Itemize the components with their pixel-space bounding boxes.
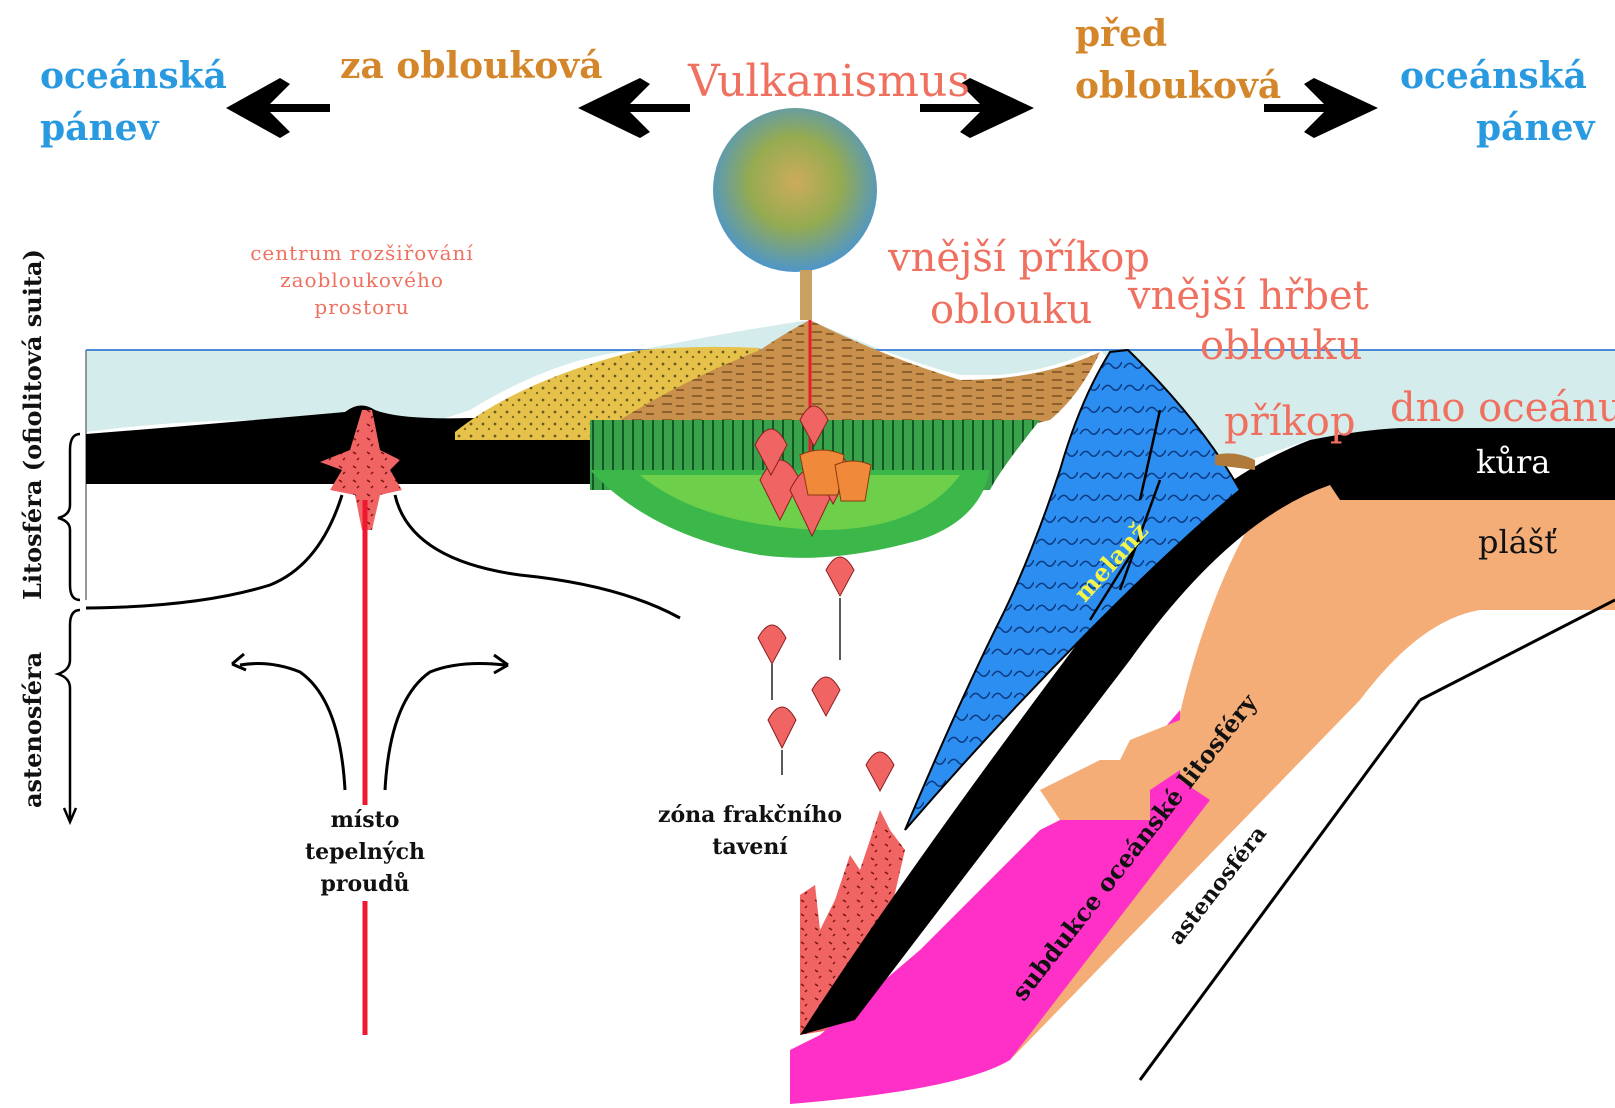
- lithosphere-vertical-label: Litosféra (ofiolitová suita): [18, 249, 47, 600]
- heat-flow-line3: proudů: [290, 869, 440, 901]
- melting-zone-line2: tavení: [630, 832, 870, 864]
- ocean-floor-label: dno oceánu: [1390, 388, 1615, 428]
- crust-label: kůra: [1476, 446, 1550, 478]
- heat-flow-line2: tepelných: [290, 837, 440, 869]
- asthenosphere-vertical-label: astenosféra: [18, 652, 47, 808]
- outer-ridge-line1: vnější hřbet: [1128, 276, 1369, 316]
- fore-arc-line1: před: [1075, 16, 1167, 52]
- melting-zone-line1: zóna frakčního: [630, 800, 870, 832]
- volcanism-label: Vulkanismus: [688, 60, 970, 104]
- trench-label: příkop: [1224, 402, 1355, 442]
- spreading-center-line2: zaobloukového: [222, 267, 502, 294]
- heat-flow-label: místo tepelných proudů: [290, 805, 440, 901]
- back-arc-label: za oblouková: [340, 48, 603, 84]
- fore-arc-line2: oblouková: [1075, 68, 1281, 104]
- mantle-label: plášť: [1478, 526, 1557, 558]
- ocean-basin-right-line1: oceánská: [1400, 58, 1587, 94]
- ocean-basin-left-line1: oceánská: [40, 58, 227, 94]
- outer-trench-line1: vnější příkop: [888, 238, 1150, 278]
- outer-trench-line2: oblouku: [930, 290, 1092, 330]
- heat-flow-line1: místo: [290, 805, 440, 837]
- ocean-basin-right-line2: pánev: [1476, 110, 1595, 146]
- spreading-center-label: centrum rozšiřování zaobloukového prosto…: [222, 240, 502, 321]
- ocean-basin-left-line2: pánev: [40, 110, 159, 146]
- spreading-center-line1: centrum rozšiřování: [222, 240, 502, 267]
- outer-ridge-line2: oblouku: [1200, 326, 1362, 366]
- eruption-plume: [713, 108, 877, 272]
- melting-zone-label: zóna frakčního tavení: [630, 800, 870, 864]
- spreading-center-line3: prostoru: [222, 294, 502, 321]
